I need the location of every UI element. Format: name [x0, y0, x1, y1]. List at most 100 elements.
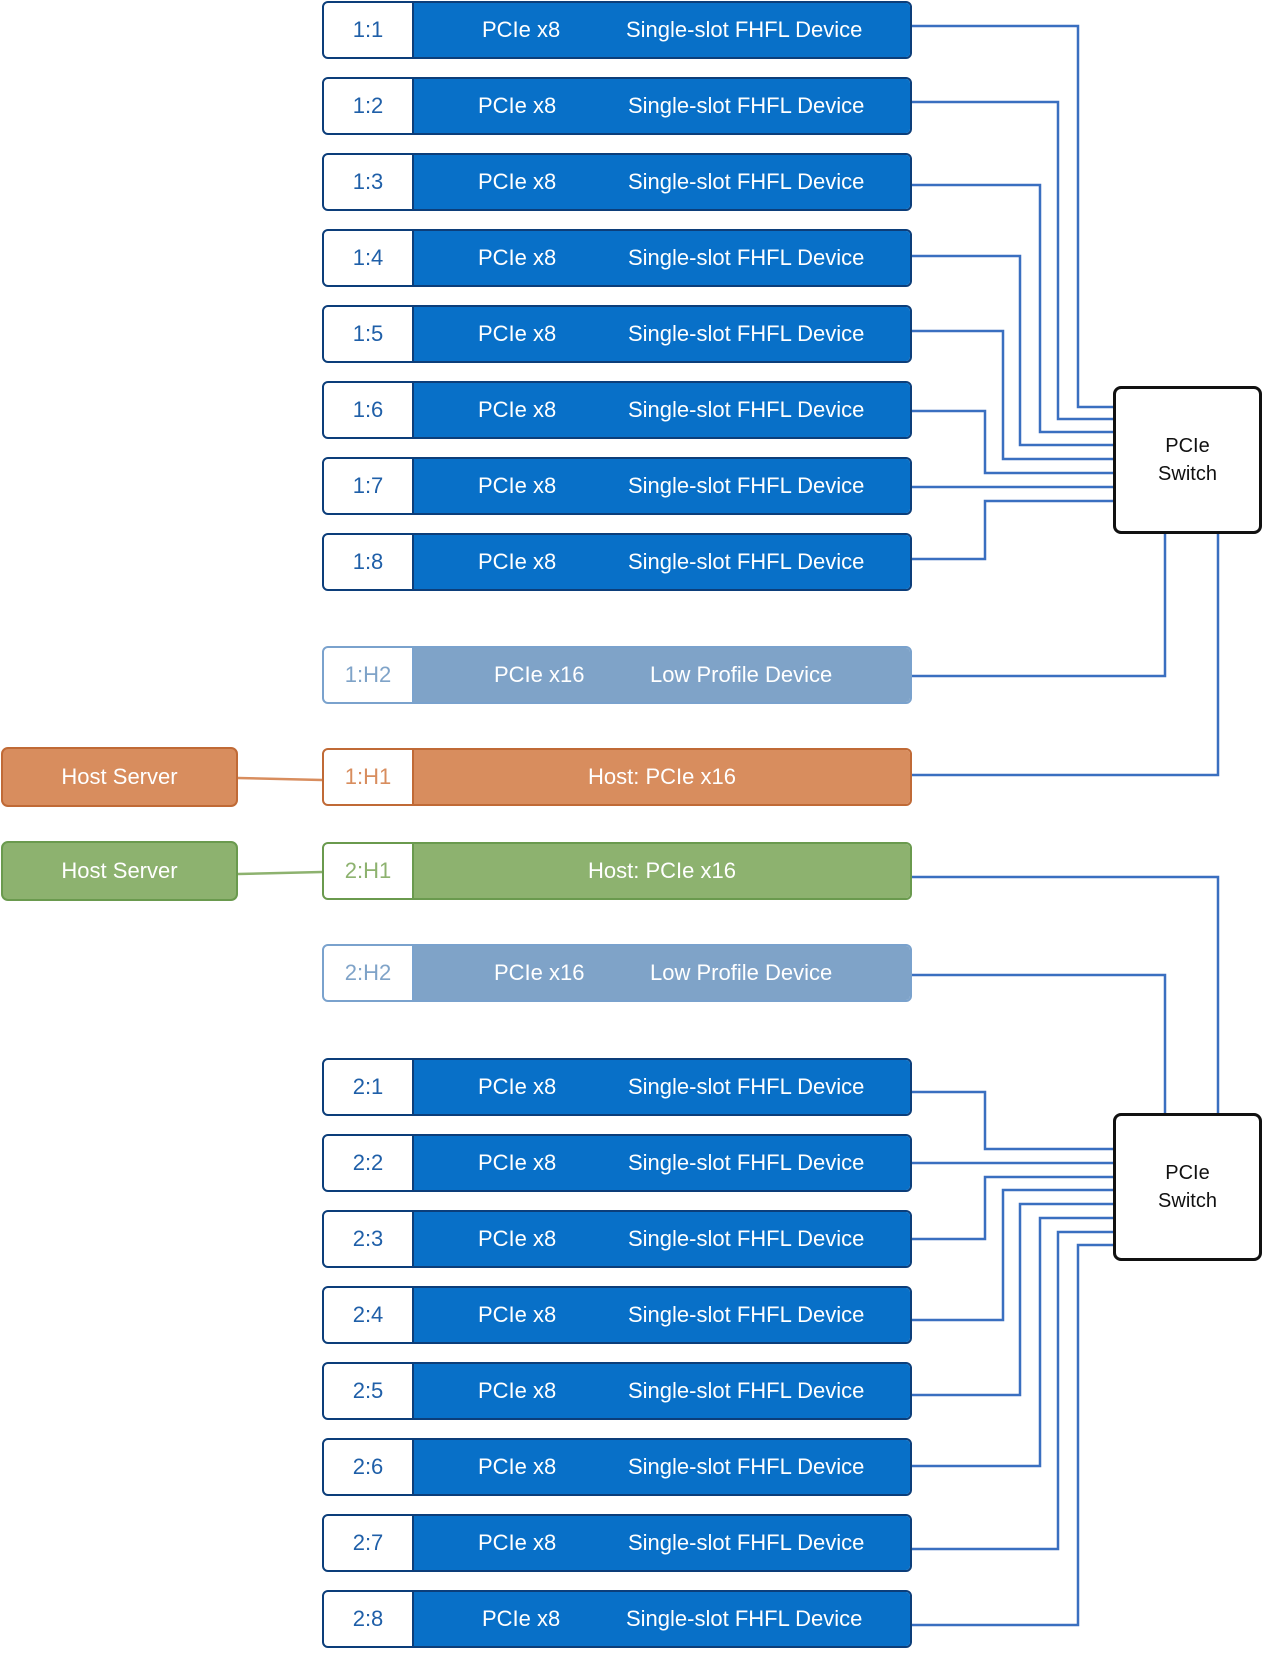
lane-label: PCIe x16: [494, 662, 585, 687]
wire-1-3: [912, 183, 1113, 434]
host-lane-label: Host: PCIe x16: [588, 764, 736, 789]
switch-label-line2: Switch: [1158, 1190, 1217, 1212]
slot-id: 1:1: [324, 3, 414, 57]
slot-2-6: 2:6 PCIe x8 Single-slot FHFL Device: [322, 1438, 912, 1496]
wire-1-5: [912, 329, 1113, 461]
device-label: Single-slot FHFL Device: [628, 169, 865, 194]
host-server-2: Host Server: [1, 841, 238, 901]
slot-id: 1:3: [324, 155, 414, 209]
lane-label: PCIe x8: [478, 473, 557, 498]
slot-id: 2:5: [324, 1364, 414, 1418]
device-label: Single-slot FHFL Device: [628, 397, 865, 422]
lane-label: PCIe x16: [494, 960, 585, 985]
device-label: Low Profile Device: [650, 960, 833, 985]
device-label: Single-slot FHFL Device: [628, 1150, 865, 1175]
slot-1-1: 1:1 PCIe x8 Single-slot FHFL Device: [322, 1, 912, 59]
wire-1-4: [912, 254, 1113, 447]
slot-id: 1:H1: [324, 750, 414, 804]
wire-1-6: [912, 409, 1113, 475]
slot-2-1: 2:1 PCIe x8 Single-slot FHFL Device: [322, 1058, 912, 1116]
wire-1-8: [912, 499, 1113, 561]
device-label: Single-slot FHFL Device: [628, 93, 865, 118]
slot-id: 2:4: [324, 1288, 414, 1342]
slot-2-4: 2:4 PCIe x8 Single-slot FHFL Device: [322, 1286, 912, 1344]
lane-label: PCIe x8: [478, 1302, 557, 1327]
device-label: Single-slot FHFL Device: [628, 1302, 865, 1327]
wire-1-1: [912, 24, 1113, 409]
wire-2-1: [912, 1090, 1113, 1151]
device-label: Single-slot FHFL Device: [626, 17, 863, 42]
slot-1-5: 1:5 PCIe x8 Single-slot FHFL Device: [322, 305, 912, 363]
slot-1-8: 1:8 PCIe x8 Single-slot FHFL Device: [322, 533, 912, 591]
wire-server-1: [237, 776, 323, 782]
wire-2-7: [912, 1230, 1113, 1551]
device-label: Single-slot FHFL Device: [628, 245, 865, 270]
wire-1-h2: [912, 534, 1167, 678]
slot-1-4: 1:4 PCIe x8 Single-slot FHFL Device: [322, 229, 912, 287]
device-label: Single-slot FHFL Device: [628, 321, 865, 346]
switch-label-line1: PCIe: [1165, 1162, 1210, 1184]
slot-id: 1:7: [324, 459, 414, 513]
slot-id: 1:H2: [324, 648, 414, 702]
slot-id: 2:H2: [324, 946, 414, 1000]
lane-label: PCIe x8: [478, 93, 557, 118]
wire-2-h2: [912, 973, 1167, 1113]
lane-label: PCIe x8: [478, 1074, 557, 1099]
lane-label: PCIe x8: [478, 1226, 557, 1251]
slot-2-2: 2:2 PCIe x8 Single-slot FHFL Device: [322, 1134, 912, 1192]
host-server-1: Host Server: [1, 747, 238, 807]
lane-label: PCIe x8: [478, 321, 557, 346]
switch-label-line2: Switch: [1158, 463, 1217, 485]
slot-2-h2: 2:H2 PCIe x16 Low Profile Device: [322, 944, 912, 1002]
lane-label: PCIe x8: [478, 1454, 557, 1479]
wire-1-2: [912, 100, 1113, 421]
wire-1-h1: [912, 534, 1220, 777]
wire-server-2: [237, 870, 323, 876]
device-label: Single-slot FHFL Device: [628, 1074, 865, 1099]
slot-1-6: 1:6 PCIe x8 Single-slot FHFL Device: [322, 381, 912, 439]
slot-1-h1: 1:H1 Host: PCIe x16: [322, 748, 912, 806]
device-label: Low Profile Device: [650, 662, 833, 687]
device-label: Single-slot FHFL Device: [628, 1530, 865, 1555]
lane-label: PCIe x8: [478, 1378, 557, 1403]
wire-2-6: [912, 1216, 1113, 1468]
slot-id: 1:8: [324, 535, 414, 589]
switch-label-line1: PCIe: [1165, 435, 1210, 457]
host-server-label: Host Server: [61, 858, 178, 883]
slot-id: 2:6: [324, 1440, 414, 1494]
lane-label: PCIe x8: [478, 1150, 557, 1175]
pcie-switch-2: PCIe Switch: [1113, 1113, 1262, 1261]
slot-id: 2:H1: [324, 844, 414, 898]
device-label: Single-slot FHFL Device: [628, 473, 865, 498]
lane-label: PCIe x8: [478, 549, 557, 574]
host-server-label: Host Server: [61, 764, 178, 789]
slot-id: 2:1: [324, 1060, 414, 1114]
device-label: Single-slot FHFL Device: [626, 1606, 863, 1631]
slot-id: 1:4: [324, 231, 414, 285]
lane-label: PCIe x8: [478, 169, 557, 194]
device-label: Single-slot FHFL Device: [628, 1378, 865, 1403]
slot-id: 2:2: [324, 1136, 414, 1190]
wire-2-h1: [912, 875, 1220, 1113]
slot-id: 1:2: [324, 79, 414, 133]
pcie-switch-1: PCIe Switch: [1113, 386, 1262, 534]
device-label: Single-slot FHFL Device: [628, 1454, 865, 1479]
lane-label: PCIe x8: [478, 245, 557, 270]
slot-id: 2:3: [324, 1212, 414, 1266]
wire-2-4: [912, 1188, 1113, 1322]
slot-1-3: 1:3 PCIe x8 Single-slot FHFL Device: [322, 153, 912, 211]
slot-1-2: 1:2 PCIe x8 Single-slot FHFL Device: [322, 77, 912, 135]
lane-label: PCIe x8: [482, 17, 561, 42]
slot-2-5: 2:5 PCIe x8 Single-slot FHFL Device: [322, 1362, 912, 1420]
slot-id: 1:5: [324, 307, 414, 361]
slot-id: 2:8: [324, 1592, 414, 1646]
slot-id: 1:6: [324, 383, 414, 437]
host-lane-label: Host: PCIe x16: [588, 858, 736, 883]
wire-2-5: [912, 1202, 1113, 1397]
lane-label: PCIe x8: [478, 397, 557, 422]
device-label: Single-slot FHFL Device: [628, 549, 865, 574]
